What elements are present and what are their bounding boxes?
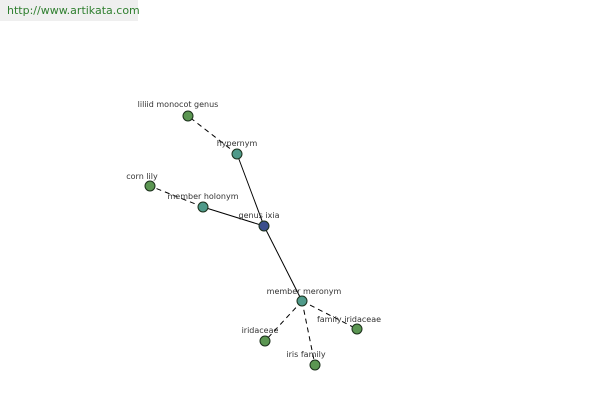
- label-liliid-monocot-genus: liliid monocot genus: [138, 100, 219, 109]
- label-hypernym: hypernym: [217, 139, 258, 148]
- node-genus-ixia[interactable]: [258, 220, 270, 232]
- edge-meronym-iris-family: [301, 300, 316, 366]
- label-iridaceae: iridaceae: [242, 326, 279, 335]
- label-member-meronym: member meronym: [267, 287, 342, 296]
- label-member-holonym: member holonym: [167, 192, 238, 201]
- node-liliid-monocot-genus[interactable]: [182, 110, 194, 122]
- edge-center-hypernym: [236, 153, 265, 227]
- edge-hypernym-liliid: [187, 115, 238, 155]
- label-family-iridaceae: family iridaceae: [317, 315, 381, 324]
- node-member-meronym[interactable]: [296, 295, 308, 307]
- edge-meronym-iridaceae: [264, 300, 303, 342]
- watermark-url[interactable]: http://www.artikata.com: [0, 0, 140, 21]
- node-member-holonym[interactable]: [197, 201, 209, 213]
- node-corn-lily[interactable]: [144, 180, 156, 192]
- node-family-iridaceae[interactable]: [351, 323, 363, 335]
- label-corn-lily: corn lily: [126, 172, 158, 181]
- edge-meronym-family-iridaceae: [301, 300, 358, 330]
- node-hypernym[interactable]: [231, 148, 243, 160]
- edge-center-member-meronym: [263, 225, 303, 302]
- label-iris-family: iris family: [286, 350, 325, 359]
- node-iridaceae[interactable]: [259, 335, 271, 347]
- node-iris-family[interactable]: [309, 359, 321, 371]
- label-genus-ixia: genus ixia: [239, 211, 280, 220]
- edge-holonym-corn-lily: [149, 185, 204, 208]
- edge-center-member-holonym: [202, 206, 265, 227]
